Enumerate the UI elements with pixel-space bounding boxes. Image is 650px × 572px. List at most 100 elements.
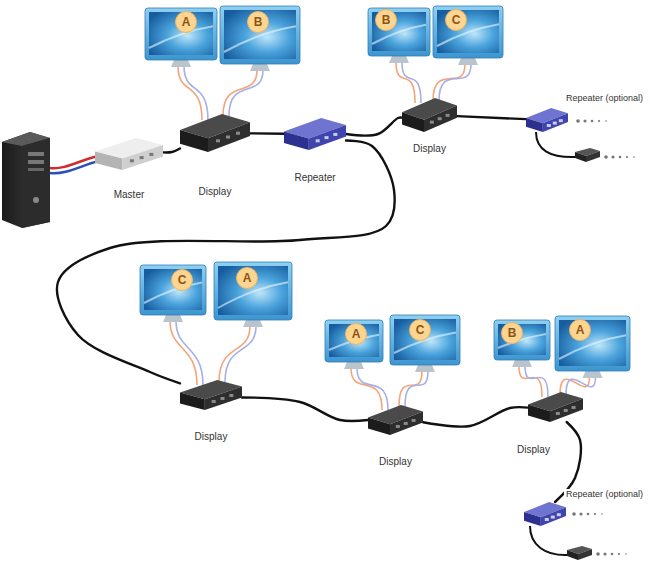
monitor-bezel: [220, 6, 300, 64]
monitor-cable: [229, 70, 263, 116]
screen-letter: B: [254, 16, 263, 28]
continuation-dot: [598, 120, 600, 122]
cable: [530, 526, 568, 555]
monitor-bezel: [494, 320, 550, 360]
drive-bay: [28, 160, 44, 164]
cable: [242, 397, 368, 421]
device-side: [402, 112, 424, 132]
device-side: [284, 131, 309, 150]
monitor-bezel: [140, 265, 206, 315]
small-device: [586, 151, 600, 162]
display-unit: Display: [368, 405, 423, 435]
device-label: Display: [377, 456, 414, 468]
monitor-cable: [184, 66, 208, 120]
continuation-dot: [605, 120, 607, 122]
screen-letter-circle: A: [175, 11, 197, 33]
monitor-stand: [243, 320, 263, 327]
monitor-stand: [415, 365, 435, 372]
screen-letter: A: [352, 328, 361, 340]
display-unit: Display: [528, 392, 583, 422]
device-port: [551, 516, 555, 519]
device-port: [559, 119, 563, 122]
display-unit: Display: [402, 98, 457, 132]
drive-bay: [28, 152, 44, 156]
small-device: [567, 550, 578, 560]
continuation-dot: [587, 513, 590, 516]
cable: [536, 132, 576, 157]
monitor-bezel: [368, 8, 430, 56]
monitor-cable: [433, 64, 465, 101]
video-cable: [50, 161, 99, 173]
monitor: [368, 8, 430, 63]
continuation-dot: [604, 155, 608, 159]
monitor-screen: [559, 320, 626, 366]
device-label: Repeater (optional): [564, 489, 645, 499]
small-device: [578, 549, 592, 560]
display-shape: [368, 405, 423, 435]
device-port: [236, 132, 240, 135]
monitor: [214, 262, 292, 327]
repeater-unit: Repeater: [284, 118, 346, 150]
monitor-screen: [394, 319, 456, 360]
device-label: Repeater (optional): [564, 93, 645, 103]
device-label: Display: [193, 431, 230, 443]
monitor-cable: [396, 62, 415, 103]
monitor-stand: [512, 360, 532, 367]
screen-letter-circle: C: [445, 9, 467, 31]
device-front: [543, 113, 568, 132]
screen-letter-circle: B: [375, 9, 397, 31]
monitor-bezel: [325, 320, 383, 362]
monitor-stand: [583, 371, 603, 378]
continuation-dot: [611, 155, 614, 158]
monitor-cable: [223, 70, 257, 116]
device-front: [309, 125, 346, 150]
device-label: Display: [411, 143, 448, 155]
computer-tower: [2, 132, 99, 228]
device-front: [122, 145, 163, 170]
device-port: [140, 156, 144, 159]
power-button: [33, 197, 39, 203]
device-front: [550, 399, 583, 422]
device-side: [528, 405, 550, 422]
monitor-screen: [144, 269, 202, 310]
screen-letter-circle: C: [409, 319, 431, 341]
screen-letter-circle: B: [501, 322, 523, 344]
device-front: [208, 122, 250, 152]
monitor-cable: [357, 368, 388, 410]
monitor-screen: [437, 10, 499, 53]
device-port: [316, 139, 320, 142]
monitor-stand: [389, 56, 409, 63]
monitor-bezel: [433, 6, 503, 58]
device-side: [180, 130, 208, 152]
screen-letter-circle: B: [247, 11, 269, 33]
monitor-cable: [178, 66, 202, 120]
device-port: [430, 121, 434, 124]
screen-letter-circle: A: [236, 267, 258, 289]
monitor-screen: [224, 10, 296, 59]
continuation-dot: [596, 552, 600, 556]
device-label: Repeater: [292, 172, 337, 184]
continuation-dot: [626, 156, 628, 158]
repeater-shape: [524, 502, 566, 526]
continuation-dot: [619, 156, 622, 159]
cable: [163, 148, 180, 152]
continuation-dot: [611, 553, 614, 556]
device-front: [205, 387, 242, 410]
monitor-bezel: [214, 262, 292, 320]
device-port: [221, 397, 225, 400]
screen-letter-circle: A: [345, 323, 367, 345]
monitor-screen: [149, 12, 213, 55]
monitor-cable: [351, 368, 382, 410]
monitor-cable: [566, 377, 596, 395]
device-port: [216, 139, 220, 142]
display-unit: Display: [180, 380, 242, 410]
device-side: [95, 151, 122, 170]
screen-letter: A: [576, 324, 585, 336]
continuation-dot: [579, 512, 582, 515]
monitor: [145, 8, 217, 67]
continuation-dot: [603, 552, 606, 555]
screen-letter-circle: C: [171, 269, 193, 291]
monitor-stand: [344, 362, 364, 369]
screen-shine: [437, 24, 499, 46]
